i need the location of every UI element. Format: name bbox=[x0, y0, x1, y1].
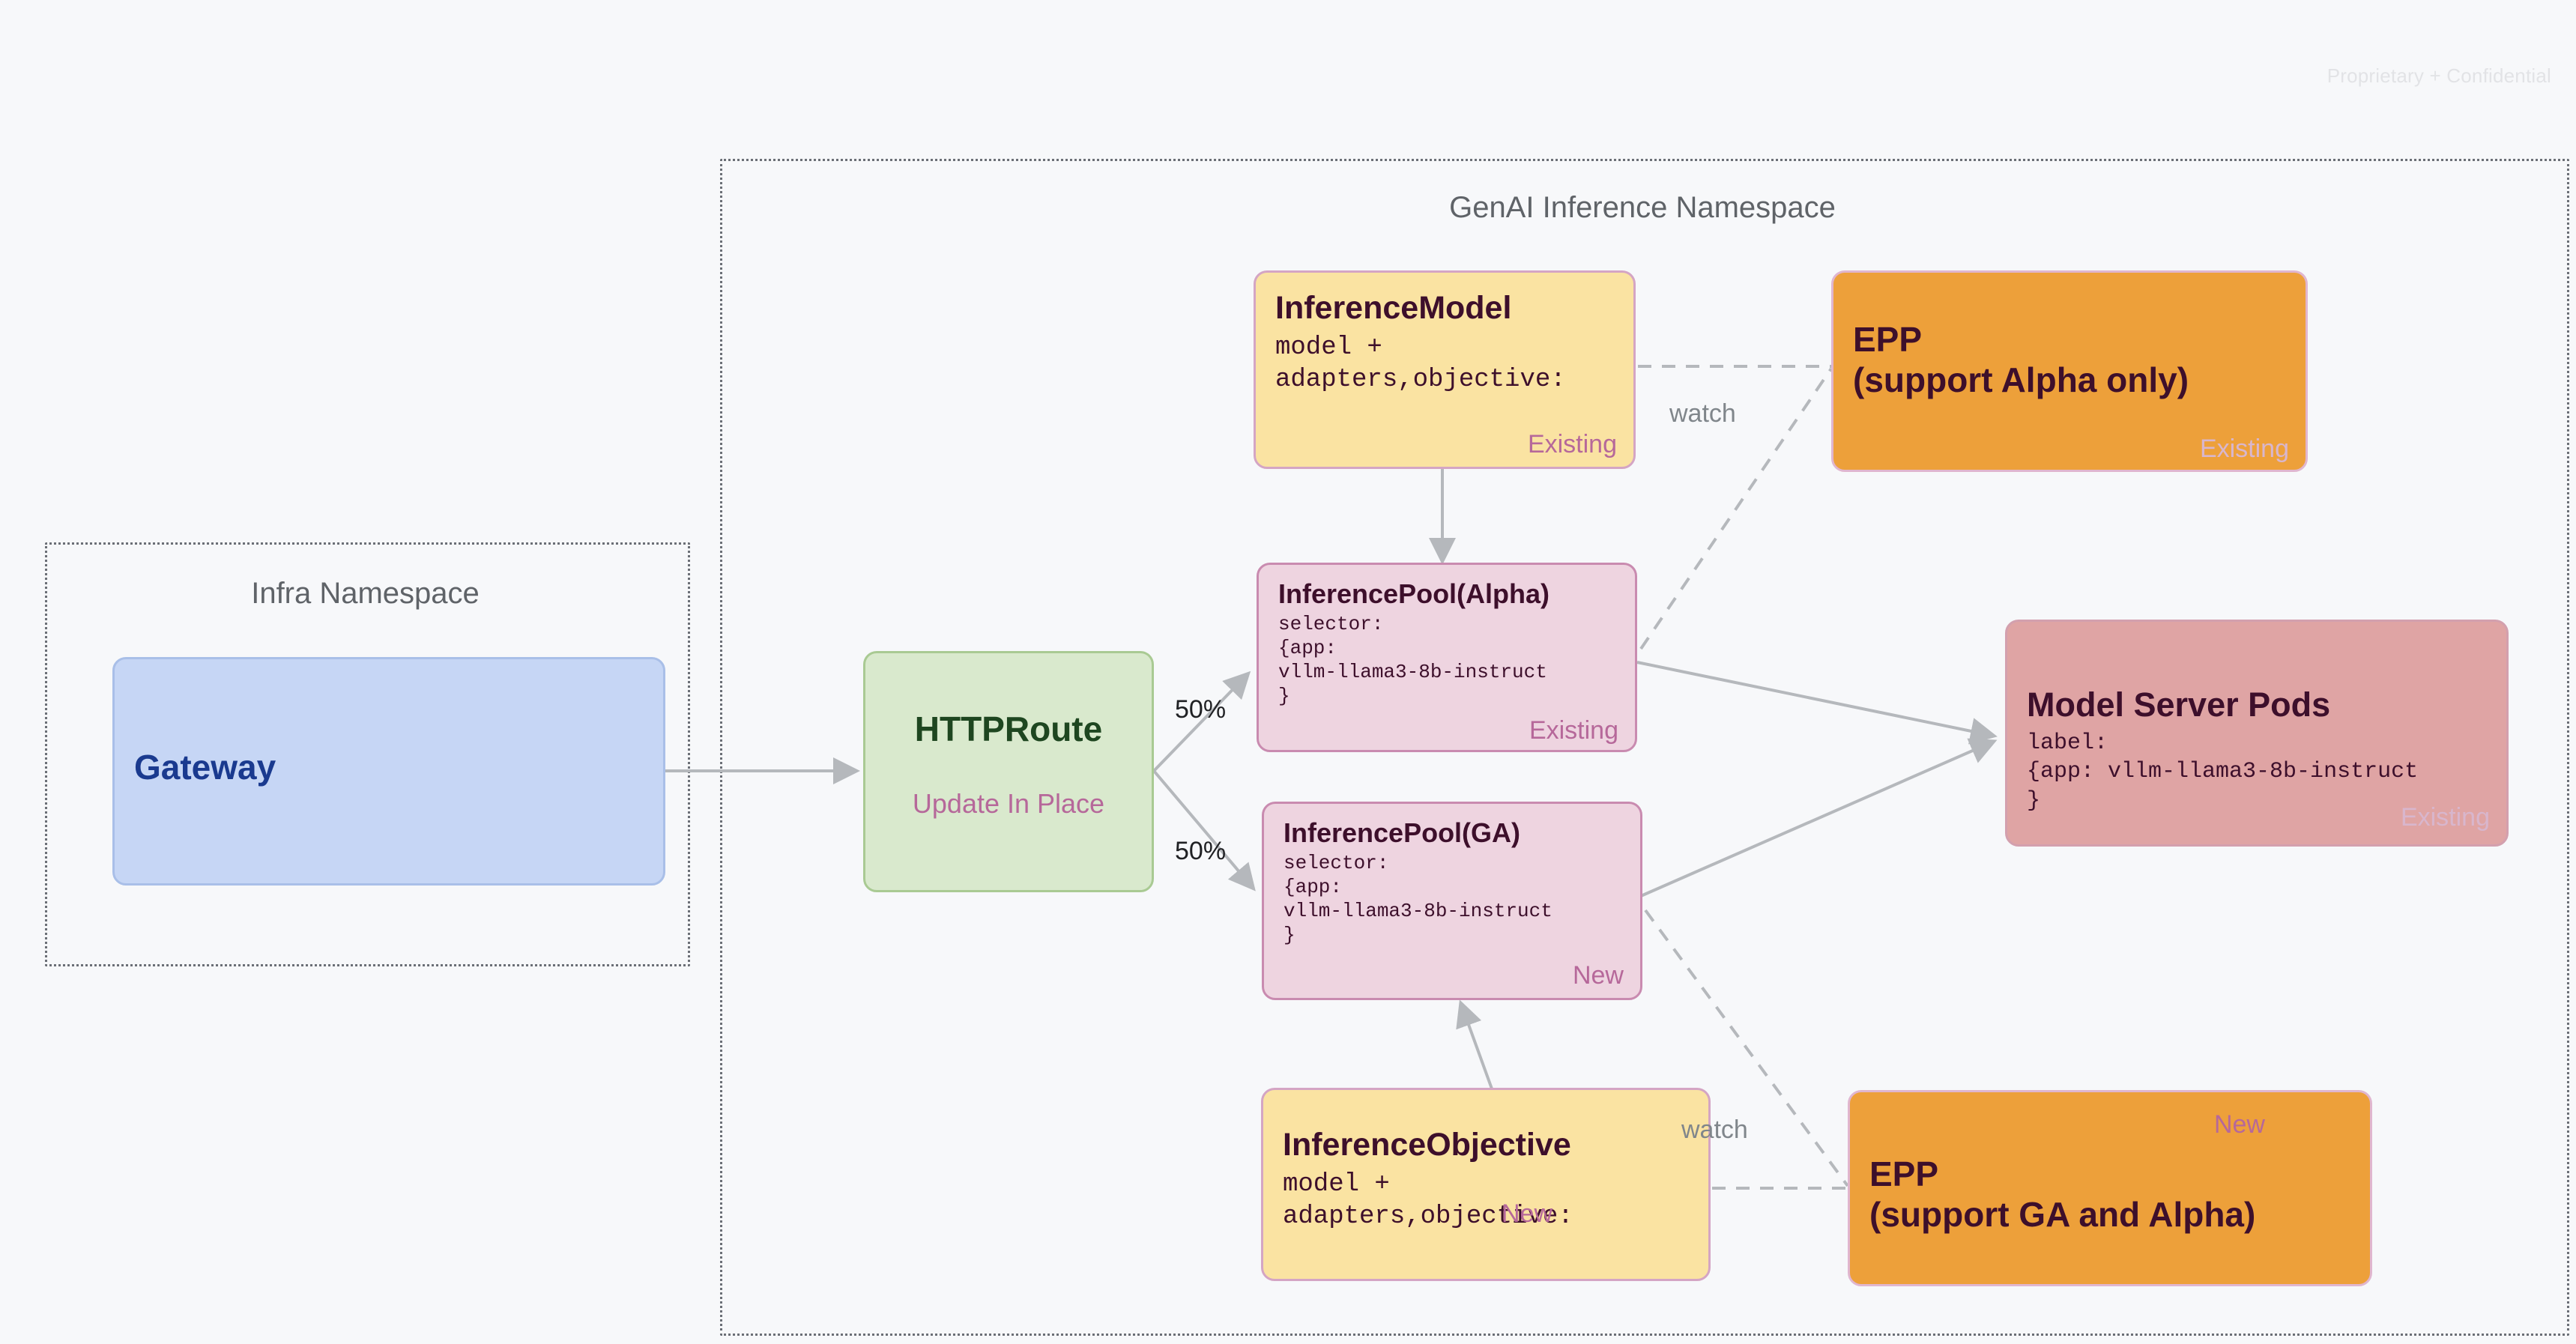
inference-pool-ga-body: selector: {app: vllm-llama3-8b-instruct … bbox=[1284, 852, 1552, 946]
httproute-title: HTTPRoute bbox=[914, 709, 1103, 748]
inference-model-status-tag: Existing bbox=[1527, 430, 1617, 458]
inference-pool-ga-title: InferencePool(GA) bbox=[1284, 817, 1521, 848]
edge-label-split-top: 50% bbox=[1175, 695, 1227, 724]
model-server-pods-body: label: {app: vllm-llama3-8b-instruct } bbox=[2027, 730, 2419, 814]
node-epp-alpha[interactable]: EPP (support Alpha only) Existing bbox=[1831, 270, 2308, 472]
node-inference-model[interactable]: InferenceModel model + adapters,objectiv… bbox=[1254, 270, 1636, 469]
node-inference-pool-ga[interactable]: InferencePool(GA) selector: {app: vllm-l… bbox=[1262, 802, 1642, 1000]
node-httproute[interactable]: HTTPRoute Update In Place bbox=[863, 651, 1154, 892]
genai-namespace-title: GenAI Inference Namespace bbox=[1449, 191, 1836, 224]
epp-alpha-status-tag: Existing bbox=[2199, 435, 2289, 463]
edge-label-watch-bottom: watch bbox=[1681, 1116, 1748, 1144]
node-epp-ga[interactable]: EPP (support GA and Alpha) New bbox=[1848, 1090, 2372, 1286]
inference-model-body: model + adapters,objective: bbox=[1275, 333, 1566, 395]
gateway-title: Gateway bbox=[134, 748, 276, 787]
edge-label-watch-top: watch bbox=[1669, 399, 1736, 428]
inference-pool-alpha-status-tag: Existing bbox=[1529, 716, 1618, 745]
node-inference-objective[interactable]: InferenceObjective model + adapters,obje… bbox=[1261, 1088, 1711, 1281]
epp-ga-title: EPP (support GA and Alpha) bbox=[1869, 1154, 2256, 1235]
model-server-pods-title: Model Server Pods bbox=[2027, 685, 2331, 724]
infra-namespace-title: Infra Namespace bbox=[251, 577, 480, 610]
infra-namespace-container bbox=[45, 542, 690, 966]
httproute-status-tag: Update In Place bbox=[912, 788, 1105, 820]
edge-label-split-bottom: 50% bbox=[1175, 837, 1227, 865]
epp-ga-status-tag: New bbox=[2213, 1110, 2265, 1139]
inference-objective-status-tag: New bbox=[1502, 1199, 1553, 1228]
inference-pool-ga-status-tag: New bbox=[1572, 961, 1624, 990]
genai-namespace-container bbox=[720, 159, 2569, 1336]
confidential-watermark: Proprietary + Confidential bbox=[2326, 64, 2551, 87]
model-server-pods-status-tag: Existing bbox=[2400, 803, 2490, 832]
epp-alpha-title: EPP (support Alpha only) bbox=[1853, 320, 2189, 400]
inference-pool-alpha-title: InferencePool(Alpha) bbox=[1278, 578, 1550, 609]
inference-objective-body: model + adapters,objective: bbox=[1283, 1169, 1573, 1232]
inference-model-title: InferenceModel bbox=[1275, 290, 1512, 326]
node-gateway[interactable]: Gateway bbox=[112, 657, 665, 886]
node-model-server-pods[interactable]: Model Server Pods label: {app: vllm-llam… bbox=[2005, 620, 2509, 847]
inference-pool-alpha-body: selector: {app: vllm-llama3-8b-instruct … bbox=[1278, 613, 1547, 707]
inference-objective-title: InferenceObjective bbox=[1283, 1127, 1571, 1163]
node-inference-pool-alpha[interactable]: InferencePool(Alpha) selector: {app: vll… bbox=[1257, 563, 1637, 752]
